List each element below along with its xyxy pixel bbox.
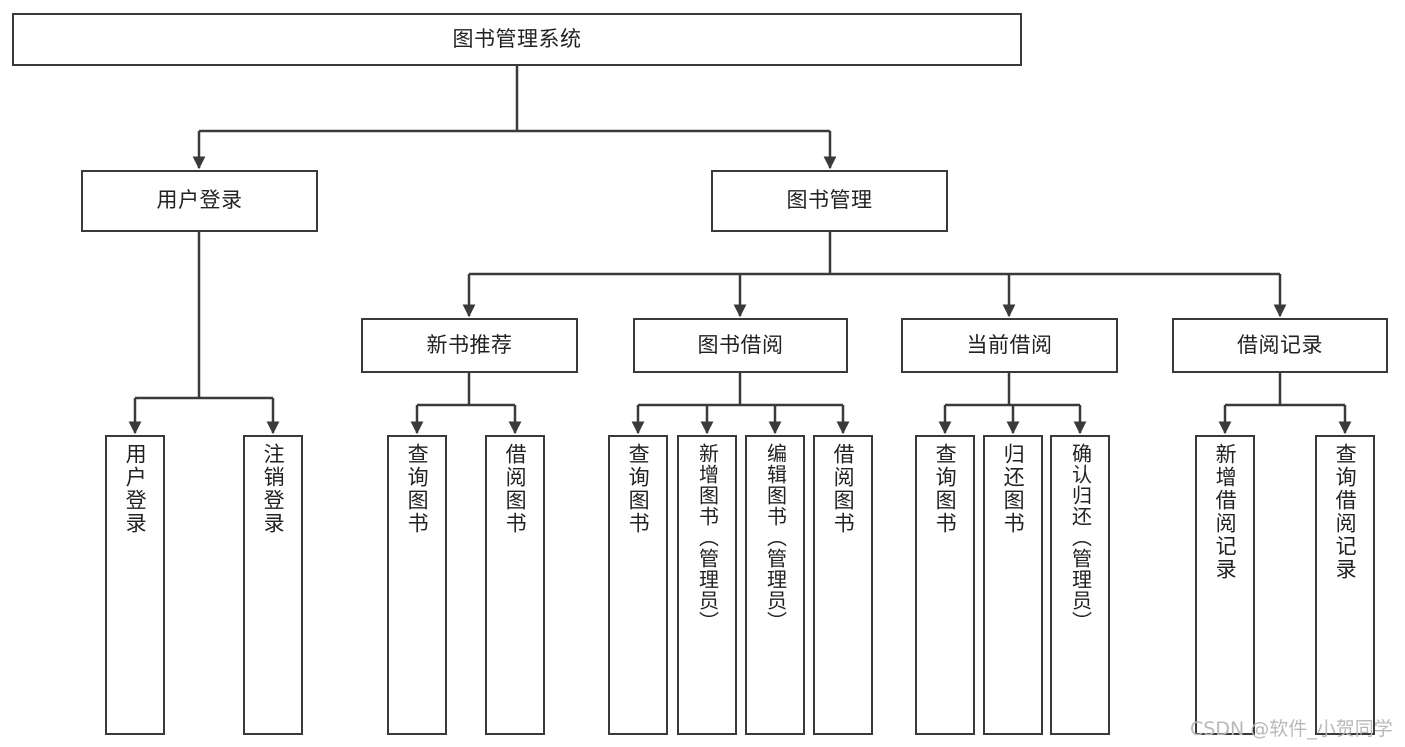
leaf-borrow-book[interactable]: 借阅图书 — [813, 435, 873, 735]
node-book-borrow[interactable]: 图书借阅 — [633, 318, 848, 373]
node-current-borrow[interactable]: 当前借阅 — [901, 318, 1118, 373]
leaf-edit-book-admin-label: 编辑图书（管理员） — [763, 443, 788, 632]
leaf-logout[interactable]: 注销登录 — [243, 435, 303, 735]
leaf-edit-book-admin[interactable]: 编辑图书（管理员） — [745, 435, 805, 735]
leaf-logout-label: 注销登录 — [261, 443, 286, 535]
leaf-user-login-label: 用户登录 — [123, 443, 148, 535]
leaf-borrow-book-rec[interactable]: 借阅图书 — [485, 435, 545, 735]
node-borrow-record-label: 借阅记录 — [1237, 332, 1323, 357]
leaf-query-borrow-record[interactable]: 查询借阅记录 — [1315, 435, 1375, 735]
node-root-label: 图书管理系统 — [452, 26, 582, 51]
node-user-login[interactable]: 用户登录 — [81, 170, 318, 232]
leaf-query-book-label: 查询图书 — [626, 443, 651, 535]
leaf-return-book-label: 归还图书 — [1001, 443, 1026, 535]
node-user-login-label: 用户登录 — [156, 188, 243, 213]
leaf-user-login[interactable]: 用户登录 — [105, 435, 165, 735]
leaf-add-borrow-record[interactable]: 新增借阅记录 — [1195, 435, 1255, 735]
node-book-manage-label: 图书管理 — [786, 188, 873, 213]
leaf-borrow-book-rec-label: 借阅图书 — [503, 443, 528, 535]
leaf-query-book-cur-label: 查询图书 — [933, 443, 958, 535]
node-borrow-record[interactable]: 借阅记录 — [1172, 318, 1388, 373]
node-book-borrow-label: 图书借阅 — [697, 332, 784, 357]
leaf-query-book[interactable]: 查询图书 — [608, 435, 668, 735]
leaf-confirm-return-admin-label: 确认归还（管理员） — [1068, 443, 1093, 632]
csdn-watermark: CSDN @软件_小贺同学 — [1190, 718, 1393, 740]
node-root[interactable]: 图书管理系统 — [12, 13, 1022, 66]
node-new-book-rec[interactable]: 新书推荐 — [361, 318, 578, 373]
leaf-query-book-rec[interactable]: 查询图书 — [387, 435, 447, 735]
leaf-confirm-return-admin[interactable]: 确认归还（管理员） — [1050, 435, 1110, 735]
leaf-borrow-book-label: 借阅图书 — [831, 443, 856, 535]
node-current-borrow-label: 当前借阅 — [966, 332, 1053, 357]
leaf-query-book-cur[interactable]: 查询图书 — [915, 435, 975, 735]
leaf-add-book-admin-label: 新增图书（管理员） — [695, 443, 720, 632]
node-new-book-rec-label: 新书推荐 — [426, 332, 513, 357]
leaf-return-book[interactable]: 归还图书 — [983, 435, 1043, 735]
leaf-add-borrow-record-label: 新增借阅记录 — [1213, 443, 1238, 581]
leaf-add-book-admin[interactable]: 新增图书（管理员） — [677, 435, 737, 735]
node-book-manage[interactable]: 图书管理 — [711, 170, 948, 232]
leaf-query-book-rec-label: 查询图书 — [405, 443, 430, 535]
leaf-query-borrow-record-label: 查询借阅记录 — [1333, 443, 1358, 581]
